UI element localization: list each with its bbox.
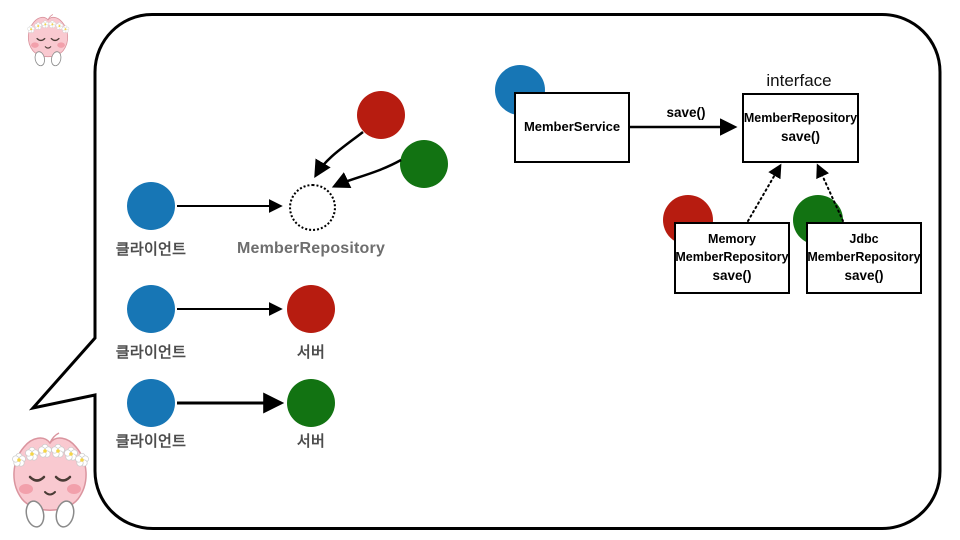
client-node-1 xyxy=(127,182,175,230)
jdbc-box-line2: MemberRepository xyxy=(807,250,921,265)
interface-label: interface xyxy=(766,71,832,90)
hand-right xyxy=(55,500,75,528)
flower-crown xyxy=(12,443,89,467)
mouth xyxy=(44,491,56,496)
mouth xyxy=(44,46,52,49)
abstract-repository-node xyxy=(289,184,336,231)
speech-bubble-outline xyxy=(28,13,942,530)
eye-right xyxy=(54,475,72,482)
server-label-2: 서버 xyxy=(296,433,326,450)
client-label-2: 클라이언트 xyxy=(115,344,187,361)
flower-crown xyxy=(27,20,70,33)
interface-box-title: MemberRepository xyxy=(743,111,858,126)
client-label-3: 클라이언트 xyxy=(115,433,187,450)
jdbc-repository-box: Jdbc MemberRepository save() xyxy=(806,222,922,294)
interface-box-method: save() xyxy=(780,129,821,145)
member-repository-interface-box: MemberRepository save() xyxy=(742,93,859,163)
apeach-sticker-top xyxy=(27,14,70,67)
blush-right xyxy=(57,42,65,48)
jdbc-box-line1: Jdbc xyxy=(849,232,879,247)
apeach-sticker-bottom xyxy=(12,432,89,528)
hand-left xyxy=(25,500,45,528)
server-node-green-float xyxy=(400,140,448,188)
eye-right xyxy=(50,37,60,42)
hand-right xyxy=(51,51,62,67)
member-service-box: MemberService xyxy=(514,92,630,163)
eye-left xyxy=(36,37,46,42)
server-node-red-float xyxy=(357,91,405,139)
client-label-1: 클라이언트 xyxy=(115,241,187,258)
server-node-green xyxy=(287,379,335,427)
memory-repository-box: Memory MemberRepository save() xyxy=(674,222,790,294)
client-node-2 xyxy=(127,285,175,333)
memory-box-line1: Memory xyxy=(708,232,756,247)
memory-box-line2: MemberRepository xyxy=(675,250,789,265)
blush-left xyxy=(19,484,33,494)
save-arrow-label: save() xyxy=(666,105,706,120)
member-service-title: MemberService xyxy=(523,119,621,135)
eye-left xyxy=(28,475,46,482)
member-repository-label: MemberRepository xyxy=(236,240,386,257)
client-node-3 xyxy=(127,379,175,427)
server-node-red xyxy=(287,285,335,333)
blush-left xyxy=(31,42,39,48)
memory-box-method: save() xyxy=(712,268,752,284)
server-label-1: 서버 xyxy=(296,344,326,361)
blush-right xyxy=(67,484,81,494)
hand-left xyxy=(34,51,45,67)
jdbc-box-method: save() xyxy=(844,268,884,284)
